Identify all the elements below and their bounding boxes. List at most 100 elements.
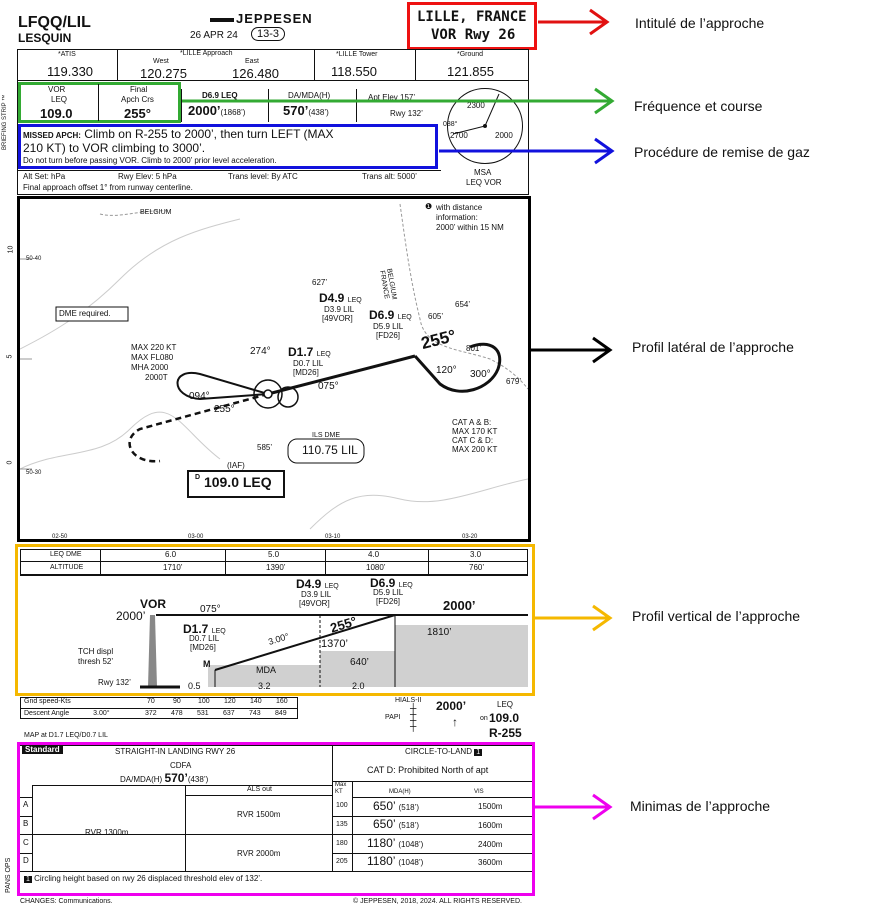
dme-6: 6.0	[165, 550, 177, 559]
papi-label: PAPI	[385, 714, 401, 721]
atis-label: *ATIS	[58, 51, 76, 58]
vor-box-frequency: D 109.0 LEQ	[195, 474, 272, 490]
cat-c: C	[23, 838, 29, 847]
arrow-title-icon	[538, 8, 610, 36]
cat-ab: CAT A & B:	[452, 418, 492, 427]
approach-label: *LILLE Approach	[180, 50, 233, 57]
vis-label: VIS	[474, 789, 484, 795]
msa-2000: 2000	[495, 131, 513, 140]
da-849: 849	[275, 710, 287, 717]
fix-d49-sub2: [49VOR]	[322, 314, 353, 323]
rvr-1300: RVR 1300m	[85, 828, 129, 837]
tower-frequency: 118.550	[331, 64, 378, 79]
profile-mda: MDA	[256, 665, 276, 675]
airport-city: LESQUIN	[18, 31, 72, 45]
fix-altitude-label: D6.9 LEQ	[202, 91, 238, 100]
ma-radial: R-255	[489, 726, 522, 740]
circle-mda-205: 1180’ (1048’)	[367, 854, 424, 868]
circling-note: 1 Circling height based on rwy 26 displa…	[24, 874, 263, 883]
dme-4: 4.0	[368, 550, 380, 559]
circle-mda-180: 1180’ (1048’)	[367, 836, 424, 850]
chart-page-number: 13-3	[251, 27, 286, 41]
mda-value: 570’(438’)	[283, 103, 329, 118]
circle-to-land-label: CIRCLE-TO-LAND 1	[405, 747, 483, 756]
ils-label: ILS DME	[312, 432, 341, 439]
distance-note1: with distance	[436, 203, 483, 212]
obstacle-679: 679’	[506, 377, 522, 386]
final-course-label2: Apch Crs	[121, 95, 154, 104]
profile-drawing	[20, 575, 528, 689]
gs-160: 160	[276, 698, 288, 705]
crs-274: 274°	[250, 346, 271, 357]
alt-1370: 1370’	[321, 638, 348, 650]
arrow-vertical-icon	[535, 604, 613, 632]
transition-altitude: Trans alt: 5000’	[362, 172, 417, 181]
cat-b: B	[23, 819, 29, 828]
runway-elevation: Rwy 132’	[390, 109, 423, 118]
crs-120: 120°	[436, 365, 457, 376]
mdah-label: MDA(H)	[389, 789, 411, 795]
profile-d17-sub2: [MD26]	[190, 643, 216, 652]
profile-rwy: Rwy 132’	[98, 678, 131, 687]
approach-west-frequency: 120.275	[140, 66, 187, 81]
fix-d17-sub2: [MD26]	[293, 368, 319, 377]
arrow-lateral-icon	[531, 336, 613, 364]
holding-mha: MHA 2000	[131, 363, 169, 372]
alt-760: 760’	[469, 563, 485, 572]
missed-approach-note: Do not turn before passing VOR. Climb to…	[23, 156, 277, 165]
rvr-1500: RVR 1500m	[237, 810, 281, 819]
crs-094: 094°	[189, 391, 210, 402]
lat-50-40: 50-40	[26, 256, 42, 262]
msa-label: MSA	[474, 168, 492, 177]
dist-05: 0.5	[188, 681, 201, 691]
approach-title-box	[407, 2, 537, 50]
arrow-frequency-icon	[182, 87, 615, 115]
ground-label: *Ground	[457, 51, 484, 58]
gs-100: 100	[198, 698, 210, 705]
airport-elevation: Apt Elev 157’	[368, 93, 416, 102]
annotation-frequency: Fréquence et course	[634, 98, 763, 114]
cdfa-label: CDFA	[170, 761, 192, 770]
lon-03-20: 03-20	[462, 534, 478, 540]
fix-d69-sub2: [FD26]	[376, 331, 401, 340]
standard-label: Standard	[22, 745, 63, 754]
approach-title-runway: VOR Rwy 26	[431, 27, 516, 43]
gs-70: 70	[147, 698, 155, 705]
rvr-2000: RVR 2000m	[237, 849, 281, 858]
obstacle-585: 585’	[257, 443, 273, 452]
runway-elev-hpa: Rwy Elev: 5 hPa	[118, 172, 177, 181]
brand-logo: JEPPESEN	[210, 11, 313, 26]
ground-speed-label: Gnd speed-Kts	[24, 698, 71, 705]
note-number-icon: ❶	[425, 202, 433, 211]
straight-in-label: STRAIGHT-IN LANDING RWY 26	[115, 747, 236, 756]
annotation-vertical: Profil vertical de l’approche	[632, 608, 801, 624]
crs-255b: 255°	[214, 404, 235, 415]
profile-view-box	[15, 544, 535, 696]
approach-title-city: LILLE, FRANCE	[417, 9, 527, 25]
gs-140: 140	[250, 698, 262, 705]
da-743: 743	[249, 710, 261, 717]
dme-5: 5.0	[268, 550, 280, 559]
chart-date: 26 APR 24	[190, 30, 238, 41]
copyright: © JEPPESEN, 2018, 2024. ALL RIGHTS RESER…	[353, 898, 522, 905]
mda-label: DA/MDA(H)	[288, 91, 331, 100]
ma-arrow-icon: ↑	[452, 715, 458, 729]
circle-kt-100: 100	[336, 802, 348, 809]
annotation-lateral: Profil latéral de l’approche	[632, 339, 794, 355]
ground-frequency: 121.855	[447, 64, 494, 79]
iaf-label: (IAF)	[227, 461, 245, 470]
als-out-label: ALS out	[247, 786, 272, 793]
gs-90: 90	[173, 698, 181, 705]
map-label: MAP at D1.7 LEQ/D0.7 LIL	[24, 732, 108, 739]
dist-32: 3.2	[258, 681, 271, 691]
cat-a: A	[23, 800, 29, 809]
plan-view-drawing	[20, 203, 528, 530]
msa-2700: 2700	[450, 131, 468, 140]
msa-2300: 2300	[467, 101, 485, 110]
altitude-header: ALTITUDE	[50, 564, 84, 571]
final-course-value: 255°	[124, 106, 151, 121]
max-kt-label: Max KT	[335, 782, 347, 795]
profile-crs-075: 075°	[200, 604, 221, 615]
ils-frequency: 110.75 LIL	[302, 443, 358, 457]
approach-east-frequency: 126.480	[232, 66, 279, 81]
